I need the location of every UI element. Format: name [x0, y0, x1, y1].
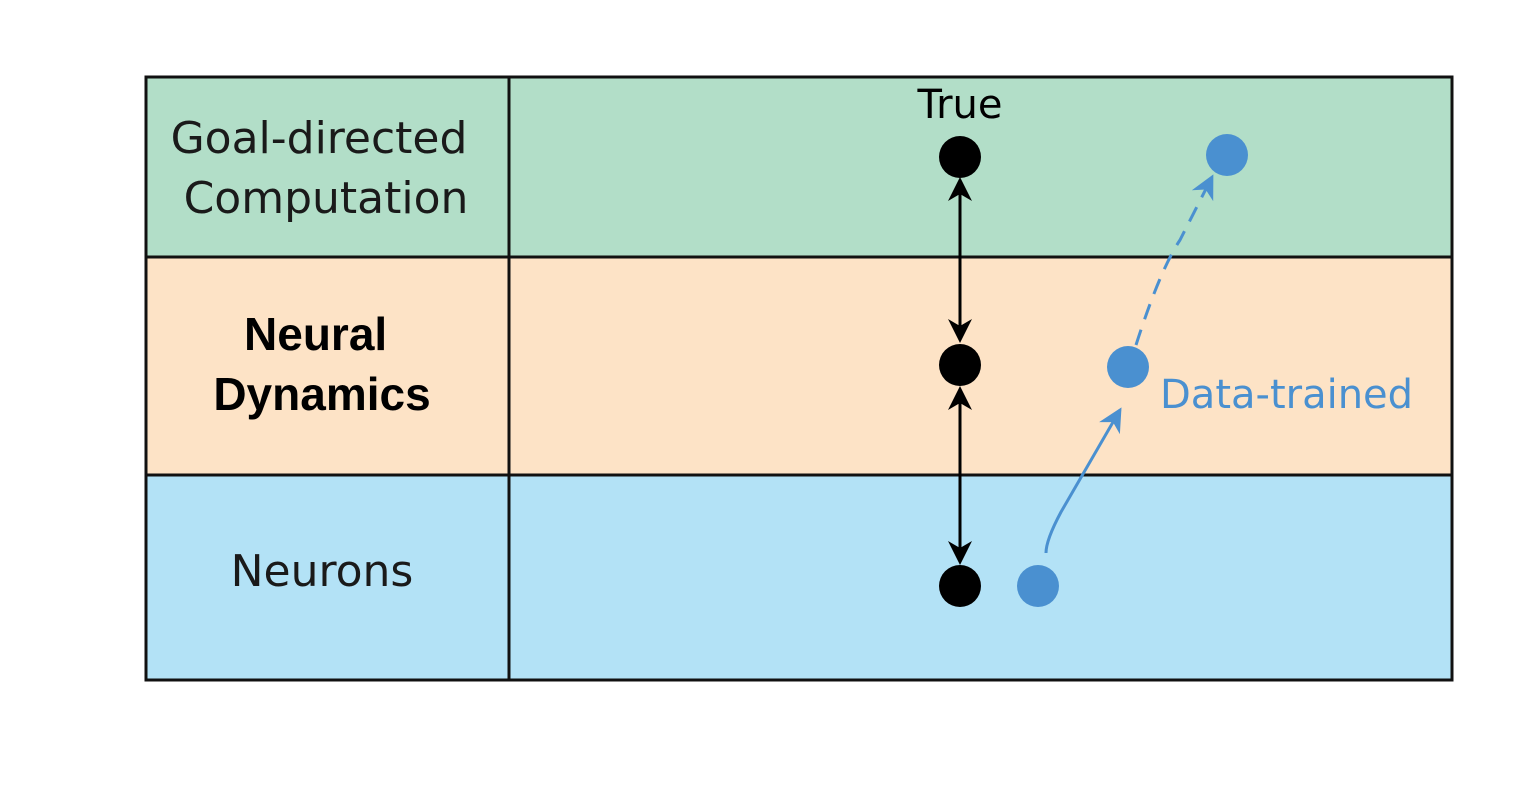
row-label-neurons-line-1: Neurons [231, 546, 414, 597]
data-trained-arrow-neurons-dynamics [1044, 407, 1122, 554]
data-trained-model-group: Data-trained [1017, 134, 1413, 607]
true-node-neurons [939, 565, 981, 607]
row-neurons-background [146, 475, 1452, 680]
true-node-computation [939, 136, 981, 178]
row-label-computation-line-1: Goal-directed [171, 113, 468, 164]
row-label-neurons: Neurons [231, 546, 414, 597]
true-node-dynamics [939, 344, 981, 386]
row-label-dynamics: Neural Dynamics [213, 308, 430, 420]
data-trained-node-dynamics [1107, 346, 1149, 388]
data-trained-node-neurons [1017, 565, 1059, 607]
row-label-computation: Goal-directed Computation [171, 113, 482, 224]
data-trained-node-computation [1206, 134, 1248, 176]
row-label-dynamics-line-2: Dynamics [213, 368, 430, 420]
table-outer-border [144, 75, 1454, 682]
row-label-dynamics-line-1: Neural [244, 308, 387, 360]
data-trained-dashed-arrow-dynamics-computation [1134, 174, 1214, 346]
row-computation-background [146, 77, 1452, 257]
true-model-label: True [917, 82, 1003, 128]
row-dynamics-background [146, 257, 1452, 475]
true-model-group: True [917, 82, 1003, 607]
table-grid [144, 75, 1454, 682]
data-trained-label: Data-trained [1160, 372, 1413, 418]
row-label-computation-line-2: Computation [184, 173, 469, 224]
